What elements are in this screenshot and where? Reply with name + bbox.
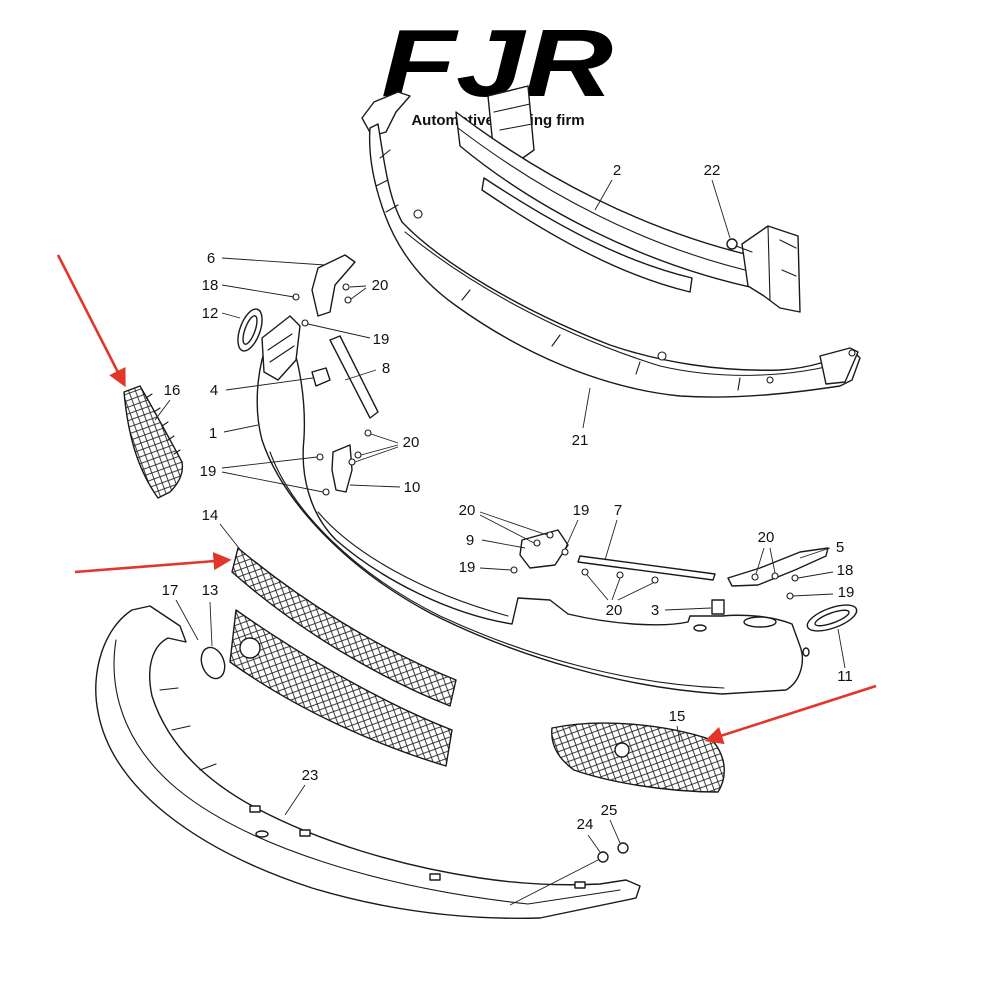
callout-label: 10: [404, 479, 421, 496]
callout-label: 4: [210, 382, 218, 399]
callout-label: 14: [202, 507, 219, 524]
callout-label: 19: [200, 463, 217, 480]
part-23-lower-lip: [95, 605, 641, 919]
lower-grille: [229, 609, 453, 767]
callout-label: 12: [202, 305, 219, 322]
part-4-clip: [311, 367, 331, 387]
callout-label: 7: [614, 502, 622, 519]
callout-label: 19: [373, 331, 390, 348]
callout-label: 17: [162, 582, 179, 599]
callout-label: 21: [572, 432, 589, 449]
callout-label: 20: [606, 602, 623, 619]
callout-label: 20: [459, 502, 476, 519]
callout-label: 25: [601, 802, 618, 819]
arrow-to-part-16: [56, 254, 126, 388]
callout-label: 8: [382, 360, 390, 377]
part-14-center-grille: [231, 547, 457, 707]
callout-label: 6: [207, 250, 215, 267]
callout-label: 15: [669, 708, 686, 725]
callout-label: 9: [466, 532, 474, 549]
callout-label: 20: [403, 434, 420, 451]
part-15-side-grille: [551, 722, 725, 793]
part-13-cap: [200, 646, 226, 680]
callout-label: 20: [372, 277, 389, 294]
part-11-ring: [806, 604, 858, 632]
callout-label: 19: [459, 559, 476, 576]
callout-label: 11: [837, 668, 853, 685]
callout-label: 16: [164, 382, 181, 399]
callout-label: 1: [209, 425, 217, 442]
callout-label: 18: [837, 562, 854, 579]
part-25-screw: [617, 842, 629, 854]
callout-label: 2: [613, 162, 621, 179]
callout-label: 3: [651, 602, 659, 619]
part-16-side-grille: [123, 385, 184, 499]
arrow-to-part-14: [74, 552, 232, 574]
callout-label: 20: [758, 529, 775, 546]
part-12-ring: [237, 308, 263, 352]
callout-label: 19: [573, 502, 590, 519]
part-24-nut: [597, 851, 609, 863]
arrow-to-part-15: [704, 684, 877, 745]
callout-labels: 2 22 6 18 20 12 19 8 4 16 1 20 19 10 21 …: [162, 162, 855, 833]
part-7-strip: [577, 555, 716, 581]
leader-lines: [154, 179, 846, 906]
callout-label: 22: [704, 162, 721, 179]
callout-label: 5: [836, 539, 844, 556]
highlight-arrows: [56, 254, 877, 745]
callout-label: 19: [838, 584, 855, 601]
part-9-bracket: [519, 529, 569, 569]
callout-label: 23: [302, 767, 319, 784]
callout-label: 18: [202, 277, 219, 294]
part-6-bracket: [311, 254, 356, 317]
part-3-clip: [711, 599, 725, 615]
part-22-bolt: [726, 238, 753, 253]
fasteners: [292, 283, 799, 600]
part-10-bracket: [331, 444, 353, 493]
callout-label: 24: [577, 816, 594, 833]
part-1-bumper-cover: [256, 315, 810, 695]
part-2-bumper-beam: [455, 85, 801, 313]
callout-label: 13: [202, 582, 219, 599]
part-21-energy-absorber: [361, 91, 861, 398]
